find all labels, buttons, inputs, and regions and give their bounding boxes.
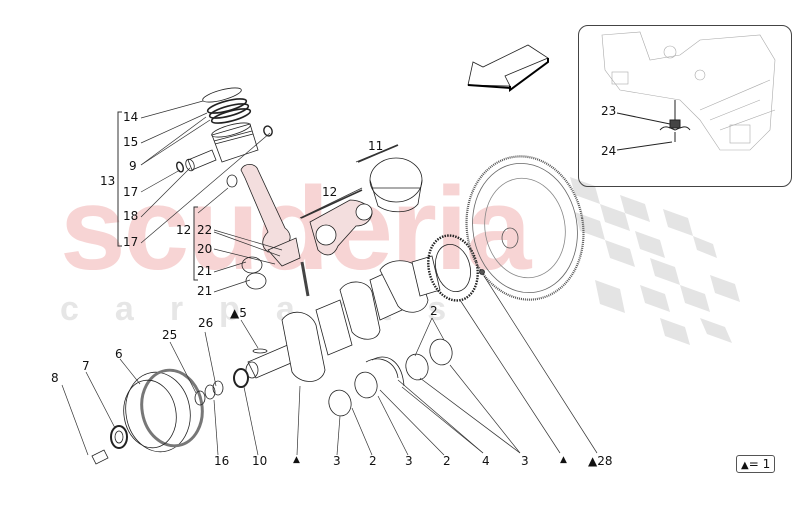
callout-11[interactable]: 11 xyxy=(368,139,384,153)
callout-4[interactable]: 4 xyxy=(482,454,490,468)
inset-bracket-part xyxy=(616,100,691,151)
callout-14[interactable]: 14 xyxy=(123,110,139,124)
callout-8[interactable]: 8 xyxy=(51,371,59,385)
connecting-rod-left xyxy=(240,163,310,297)
callout-25[interactable]: 25 xyxy=(162,328,178,342)
callout-21a[interactable]: 21 xyxy=(197,264,213,278)
callout-18[interactable]: 18 xyxy=(123,209,139,223)
callout-21b[interactable]: 21 xyxy=(197,284,213,298)
seals-and-spacers xyxy=(110,368,249,449)
callout-13[interactable]: 13 xyxy=(100,174,116,188)
main-bearing-shells xyxy=(328,338,453,417)
callout-17a[interactable]: 17 xyxy=(123,185,139,199)
piston-rings xyxy=(202,87,252,124)
woodruff-key xyxy=(252,348,268,354)
callout-7[interactable]: 7 xyxy=(82,359,90,373)
small-end-bush xyxy=(226,174,238,188)
callout-23[interactable]: 23 xyxy=(601,104,617,118)
piston-left xyxy=(211,122,259,163)
checkered-flag-watermark xyxy=(570,177,740,345)
triangle-icon: ▲ xyxy=(741,460,749,471)
callout-16[interactable]: 16 xyxy=(214,454,230,468)
watermark-scuderia: scuderia xyxy=(60,163,531,295)
callout-10[interactable]: 10 xyxy=(252,454,268,468)
inset-detail-panel xyxy=(578,25,792,187)
callout-triangle-2[interactable]: ▲ xyxy=(560,455,567,465)
flywheel xyxy=(465,155,585,301)
ring-gear-plate xyxy=(427,234,479,302)
callout-2b[interactable]: 2 xyxy=(443,454,451,468)
legend-text: = 1 xyxy=(748,457,771,471)
callout-triangle-1[interactable]: ▲ xyxy=(293,455,300,465)
callout-15[interactable]: 15 xyxy=(123,135,139,149)
direction-arrow-icon xyxy=(467,44,549,92)
callout-28[interactable]: ▲28 xyxy=(588,454,613,468)
piston-pin xyxy=(176,125,273,173)
callout-2a[interactable]: 2 xyxy=(369,454,377,468)
callout-12[interactable]: 12 xyxy=(322,185,338,199)
piston-right xyxy=(369,157,423,213)
callout-9[interactable]: 9 xyxy=(129,159,137,173)
group-brackets xyxy=(117,111,399,281)
connecting-rod-right xyxy=(309,199,373,256)
callout-24[interactable]: 24 xyxy=(601,144,617,158)
callout-22[interactable]: 22 xyxy=(197,223,213,237)
callout-3b[interactable]: 3 xyxy=(405,454,413,468)
leader-lines xyxy=(61,100,598,456)
callout-3c[interactable]: 3 xyxy=(521,454,529,468)
crankshaft xyxy=(245,255,441,382)
callout-3a[interactable]: 3 xyxy=(333,454,341,468)
bolt-8 xyxy=(91,449,109,465)
legend-box: ▲= 1 xyxy=(736,455,776,473)
callout-20[interactable]: 20 xyxy=(197,242,213,256)
inset-engine-block xyxy=(601,31,776,151)
crank-pulley xyxy=(123,368,204,453)
callout-26[interactable]: 26 xyxy=(198,316,214,330)
callout-12-group[interactable]: 12 xyxy=(176,223,192,237)
callout-6[interactable]: 6 xyxy=(115,347,123,361)
callout-17b[interactable]: 17 xyxy=(123,235,139,249)
callout-5[interactable]: ▲5 xyxy=(230,306,247,320)
callout-2-top[interactable]: 2 xyxy=(430,304,438,318)
